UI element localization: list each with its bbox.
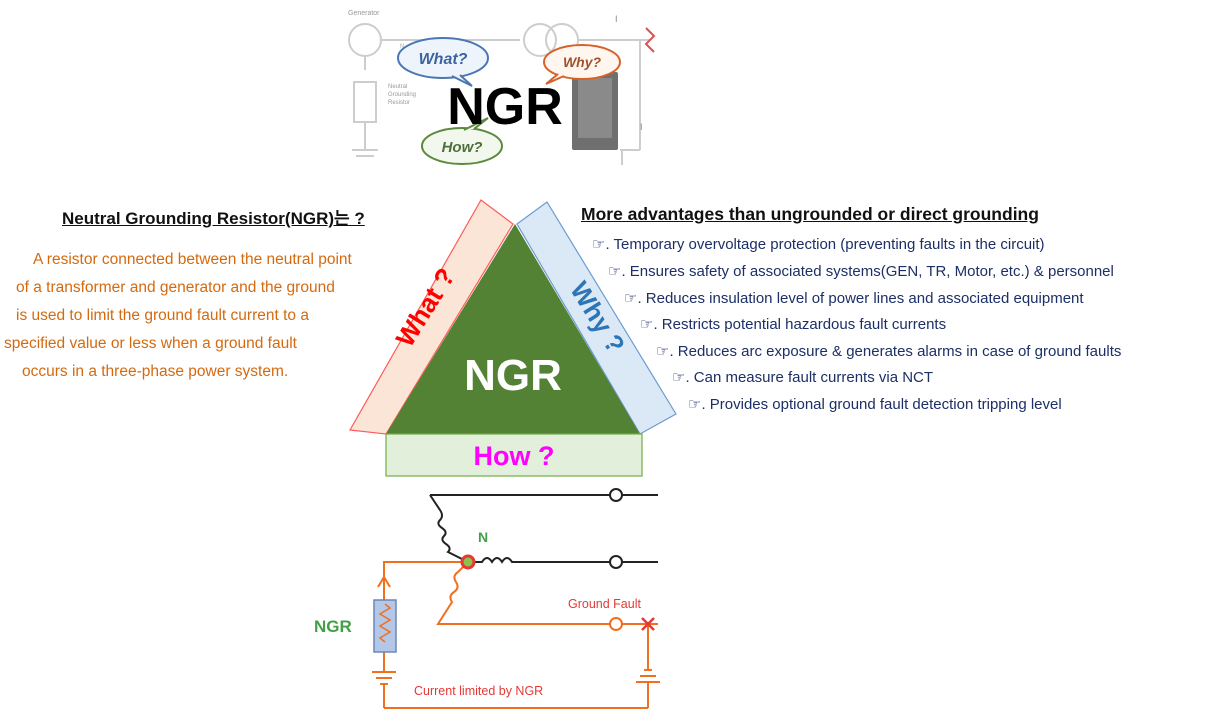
- triangle-center-label: NGR: [464, 351, 562, 400]
- advantage-item: ☞. Can measure fault currents via NCT: [672, 369, 934, 386]
- ngr-resistor-icon: [373, 599, 397, 653]
- terminal-a: [609, 488, 623, 502]
- ngr-circuit-diagram: N NGR Ground Fault Current limited by NG…: [314, 488, 660, 709]
- ngr-feed-line: [383, 561, 468, 600]
- advantage-item: ☞. Ensures safety of associated systems(…: [608, 263, 1114, 280]
- advantage-item: ☞. Provides optional ground fault detect…: [688, 396, 1062, 413]
- generator-symbol: [348, 23, 382, 57]
- fault-bolt-icon: [644, 27, 656, 53]
- resistor-symbol: [353, 81, 377, 123]
- terminal-b: [609, 555, 623, 569]
- advantage-item: ☞. Reduces insulation level of power lin…: [624, 290, 1084, 307]
- ground-fault-label: Ground Fault: [568, 597, 641, 611]
- how-bubble-text: How?: [442, 139, 483, 156]
- neutral-point: [460, 554, 476, 570]
- header-title: NGR: [447, 78, 563, 136]
- why-panel: [516, 201, 677, 435]
- left-line-2: of a transformer and generator and the g…: [16, 279, 335, 296]
- left-line-1: A resistor connected between the neutral…: [33, 251, 352, 268]
- legend-generator: Generator: [348, 10, 380, 17]
- neutral-label: N: [478, 529, 488, 545]
- how-panel: [385, 433, 643, 477]
- fault-x-icon: [641, 617, 655, 631]
- transformer-coil-left: [523, 23, 557, 57]
- ngr-triangle: NGR What ? Why ? How ?: [349, 199, 677, 477]
- advantage-item: ☞. Temporary overvoltage protection (pre…: [592, 236, 1045, 253]
- ngr-core-triangle: [386, 224, 640, 434]
- how-bubble: How?: [421, 117, 503, 165]
- why-bubble-text: Why?: [563, 54, 602, 70]
- winding-a: [429, 494, 469, 563]
- left-line-3: is used to limit the ground fault curren…: [16, 307, 309, 324]
- advantage-item: ☞. Restricts potential hazardous fault c…: [640, 316, 947, 333]
- terminal-c: [609, 617, 623, 631]
- winding-c: [436, 561, 610, 625]
- winding-b: [468, 557, 610, 564]
- current-label-bottom: I: [640, 122, 643, 132]
- ngr-label: NGR: [314, 617, 352, 636]
- resistor-caption-1: Neutral: [388, 84, 407, 90]
- what-bubble: What?: [397, 37, 489, 87]
- node-label: N: [400, 44, 404, 50]
- header-illustration: Generator N Neutral Grounding Resistor I…: [348, 10, 656, 165]
- resistor-caption-3: Resistor: [388, 100, 410, 106]
- triangle-how-label: How ?: [474, 441, 555, 471]
- left-heading: Neutral Grounding Resistor(NGR)는 ?: [62, 209, 365, 228]
- current-limited-label: Current limited by NGR: [414, 684, 543, 698]
- left-line-5: occurs in a three-phase power system.: [22, 363, 289, 380]
- left-description: A resistor connected between the neutral…: [0, 246, 420, 386]
- advantage-item: ☞. Reduces arc exposure & generates alar…: [656, 343, 1122, 360]
- right-heading: More advantages than ungrounded or direc…: [581, 204, 1039, 224]
- current-label-top: I: [615, 14, 618, 24]
- why-bubble: Why?: [543, 44, 621, 85]
- resistor-caption-2: Grounding: [388, 92, 416, 98]
- what-bubble-text: What?: [419, 51, 468, 68]
- left-line-4: specified value or less when a ground fa…: [4, 335, 297, 352]
